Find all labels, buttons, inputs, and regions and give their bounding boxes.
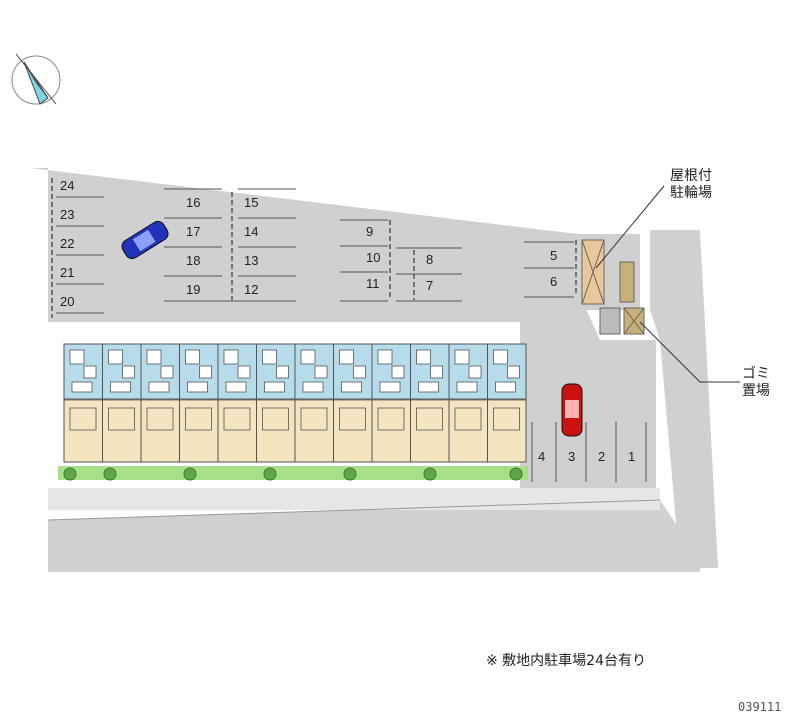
parking-slot-3: 3: [568, 449, 575, 464]
parking-slot-9: 9: [366, 224, 373, 239]
parking-slot-13: 13: [244, 253, 258, 268]
shrubs: [63, 467, 523, 481]
garbage-label: ゴミ 置場: [742, 366, 770, 400]
main-road: [48, 500, 700, 572]
sidewalk: [48, 488, 660, 510]
bicycle-parking-line2: 駐輪場: [670, 185, 712, 201]
bicycle-leader-line: [595, 185, 665, 269]
blue-car-icon: [121, 220, 169, 260]
red-car-icon: [561, 383, 583, 437]
garbage-line1: ゴミ: [742, 366, 770, 382]
parking-slot-12: 12: [244, 282, 258, 297]
garbage-leader-line: [639, 321, 740, 383]
parking-slot-18: 18: [186, 253, 200, 268]
compass-icon: [11, 53, 61, 105]
map-code: 039111: [738, 700, 782, 714]
parking-slot-19: 19: [186, 282, 200, 297]
parking-lot-right: [520, 300, 656, 488]
parking-slot-14: 14: [244, 224, 258, 239]
parking-slot-22: 22: [60, 236, 74, 251]
parking-slot-5: 5: [550, 248, 557, 263]
parking-lot: [30, 168, 640, 322]
bicycle-parking-label: 屋根付 駐輪場: [670, 168, 712, 202]
parking-slot-11: 11: [366, 276, 380, 291]
parking-slot-17: 17: [186, 224, 200, 239]
parking-slot-16: 16: [186, 195, 200, 210]
parking-slot-21: 21: [60, 265, 74, 280]
parking-slot-8: 8: [426, 252, 433, 267]
garbage-line2: 置場: [742, 383, 770, 399]
lawn: [58, 466, 528, 480]
parking-note: ※ 敷地内駐車場24台有り: [486, 653, 646, 669]
parking-slot-15: 15: [244, 195, 258, 210]
parking-slot-6: 6: [550, 274, 557, 289]
parking-slot-1: 1: [628, 449, 635, 464]
parking-slot-10: 10: [366, 250, 380, 265]
parking-slot-20: 20: [60, 294, 74, 309]
parking-slot-4: 4: [538, 449, 545, 464]
parking-slot-23: 23: [60, 207, 74, 222]
parking-slot-7: 7: [426, 278, 433, 293]
parking-slot-2: 2: [598, 449, 605, 464]
parking-slot-24: 24: [60, 178, 74, 193]
bicycle-parking-line1: 屋根付: [670, 168, 712, 184]
apartment-units: [63, 344, 526, 462]
side-road: [650, 230, 718, 568]
